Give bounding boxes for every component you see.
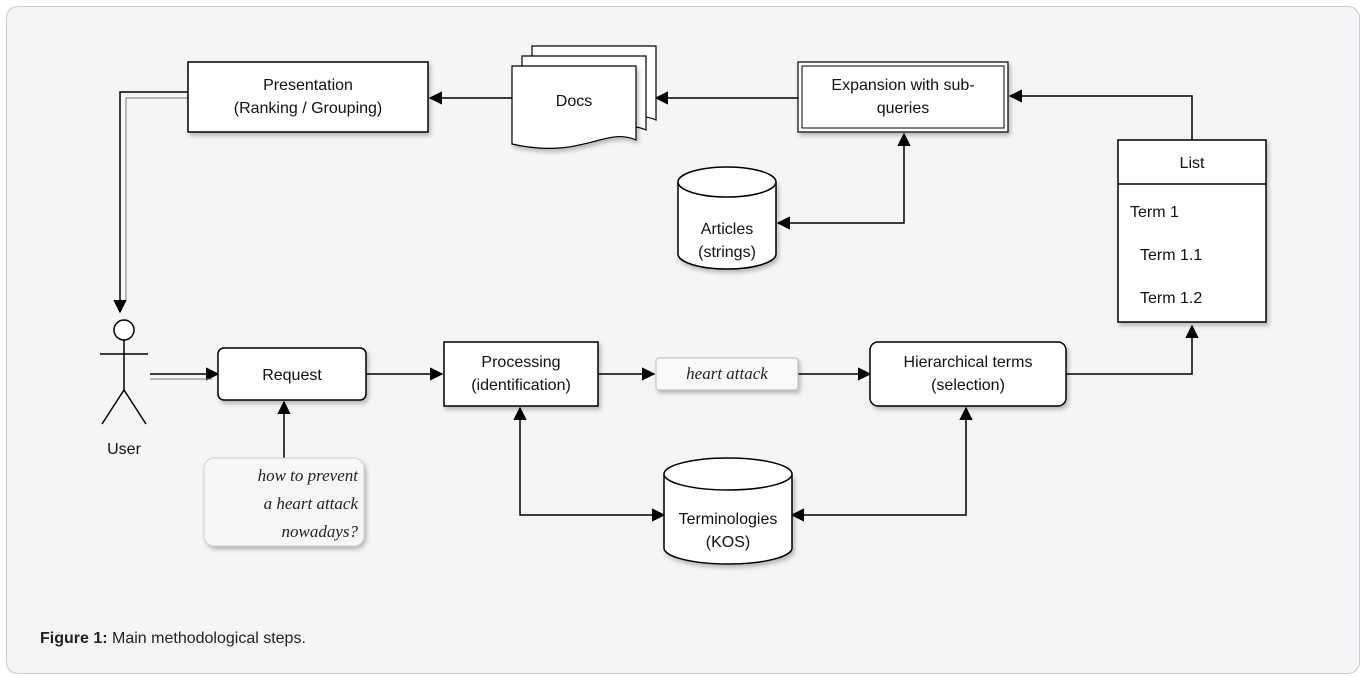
terminologies-label-line2: (KOS) (706, 534, 750, 551)
expansion-label-line1: Expansion with sub- (831, 77, 974, 94)
edge-processing-terminologies (513, 406, 666, 522)
edge-articles-expansion (776, 132, 911, 230)
query-note-line2: a heart attack (264, 494, 359, 513)
processing-box: Processing (identification) (443, 341, 599, 407)
list-item: Term 1.1 (1140, 247, 1202, 264)
presentation-label-line1: Presentation (263, 77, 353, 94)
articles-database: Articles (strings) (677, 166, 777, 270)
docs-label: Docs (556, 93, 592, 110)
query-note: how to prevent a heart attack nowadays? (203, 457, 365, 547)
hierarchical-box: Hierarchical terms (selection) (869, 341, 1067, 407)
figure-caption: Figure 1: Main methodological steps. (40, 630, 306, 648)
caption-text: Main methodological steps. (112, 630, 306, 647)
articles-label-line2: (strings) (698, 244, 756, 261)
terminologies-label-line1: Terminologies (679, 511, 778, 528)
edge-hierarchical-to-list (1066, 324, 1199, 375)
processing-label-line1: Processing (481, 354, 560, 371)
hierarchical-label-line1: Hierarchical terms (904, 354, 1033, 371)
user-actor (100, 319, 148, 425)
presentation-box: Presentation (Ranking / Grouping) (187, 61, 429, 133)
list-item: Term 1 (1130, 204, 1179, 221)
presentation-label-line2: (Ranking / Grouping) (234, 100, 383, 117)
expansion-label-line2: queries (877, 100, 929, 117)
request-label: Request (262, 367, 322, 384)
hierarchical-label-line2: (selection) (931, 377, 1005, 394)
list-item: Term 1.2 (1140, 290, 1202, 307)
term-tag-label: heart attack (686, 364, 768, 383)
query-note-line1: how to prevent (258, 466, 360, 485)
caption-label: Figure 1: (40, 630, 108, 647)
edge-presentation-to-user (113, 91, 188, 314)
list-title: List (1180, 155, 1205, 172)
user-label: User (107, 441, 141, 458)
edge-hierarchical-terminologies (790, 406, 973, 522)
expansion-box: Expansion with sub- queries (797, 61, 1009, 133)
term-tag: heart attack (655, 357, 799, 391)
docs-shape: Docs (511, 45, 657, 149)
terminologies-database: Terminologies (KOS) (663, 457, 793, 565)
articles-label-line1: Articles (701, 221, 753, 238)
processing-label-line2: (identification) (471, 377, 571, 394)
request-box: Request (217, 347, 367, 401)
query-note-line3: nowadays? (282, 522, 359, 541)
edge-list-to-expansion (1008, 89, 1193, 140)
list-box: List Term 1 Term 1.1 Term 1.2 (1117, 139, 1267, 323)
